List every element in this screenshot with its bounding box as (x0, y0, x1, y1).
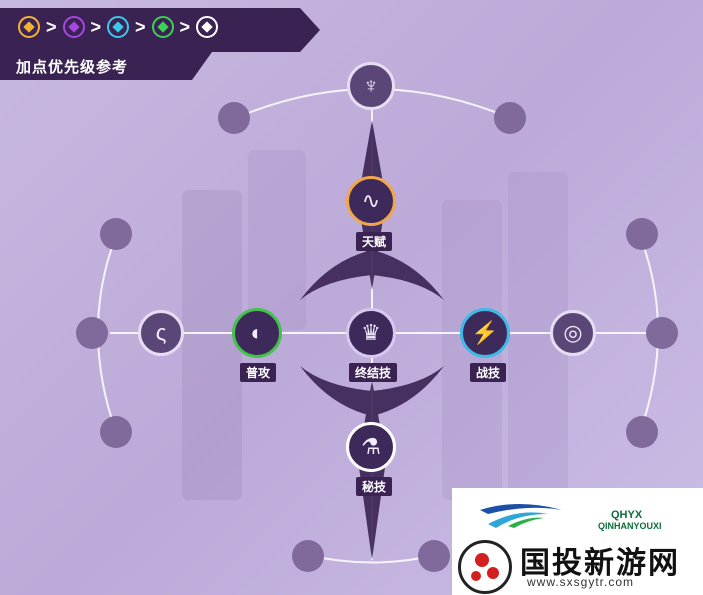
trace-node[interactable] (292, 540, 324, 572)
trace-node[interactable] (418, 540, 450, 572)
purple-gem-icon (62, 16, 85, 38)
skill-node[interactable]: ⚡ (460, 308, 510, 358)
brand-name: QHYX (611, 509, 643, 521)
cyan-gem-icon (107, 16, 130, 38)
trace-node[interactable] (646, 317, 678, 349)
ultimate-icon: ♛ (361, 320, 381, 345)
trace-left-icon: ς (155, 320, 167, 345)
trace-node[interactable] (626, 218, 658, 250)
white-gem-icon (196, 16, 219, 38)
bg-banner-left-2 (248, 150, 306, 330)
title-bar (0, 52, 212, 80)
green-gem-icon (151, 16, 174, 38)
trace-node[interactable] (218, 102, 250, 134)
priority-row: > > > > (18, 16, 219, 38)
technique-node[interactable]: ⚗ (346, 422, 396, 472)
bg-banner-left (182, 190, 242, 500)
arrow-icon: > (179, 17, 191, 37)
trace-node[interactable] (76, 317, 108, 349)
basic-attack-icon: ◐ (250, 320, 264, 345)
skill-icon: ⚡ (471, 320, 499, 345)
arrow-icon: > (90, 17, 102, 37)
talent-icon: ∿ (361, 188, 381, 213)
trace-right-node[interactable]: ◎ (550, 310, 596, 356)
talent-node[interactable]: ∿ (346, 176, 396, 226)
ultimate-node[interactable]: ♛ (346, 308, 396, 358)
brand-logo-icon (480, 504, 562, 528)
trace-top-node[interactable]: ♆ (347, 62, 395, 110)
talent-label: 天赋 (356, 232, 393, 251)
technique-icon: ⚗ (361, 434, 381, 459)
trace-right-icon: ◎ (563, 320, 583, 345)
watermark-url: www.sxsgytr.com (527, 575, 635, 589)
trace-left-node[interactable]: ς (138, 310, 184, 356)
watermark-title: 国投新游网 (520, 547, 680, 580)
trace-node[interactable] (100, 218, 132, 250)
ultimate-label: 终结技 (349, 363, 398, 382)
trace-top-icon: ♆ (362, 73, 380, 98)
arrow-icon: > (135, 17, 146, 37)
priority-header: > > > > 加点优先级参考 (0, 0, 340, 80)
brand-subname: QINHANYOUXI (598, 521, 662, 531)
gold-gem-icon (18, 16, 40, 38)
trace-node[interactable] (494, 102, 526, 134)
skill-label: 战技 (470, 363, 507, 382)
trace-node[interactable] (100, 416, 132, 448)
basic-attack-node[interactable]: ◐ (232, 308, 282, 358)
basic-attack-label: 普攻 (240, 363, 277, 382)
ladybug-logo-icon (458, 540, 512, 594)
arrow-icon: > (46, 17, 57, 37)
technique-label: 秘技 (356, 477, 393, 496)
trace-node[interactable] (626, 416, 658, 448)
page-title: 加点优先级参考 (16, 59, 129, 76)
